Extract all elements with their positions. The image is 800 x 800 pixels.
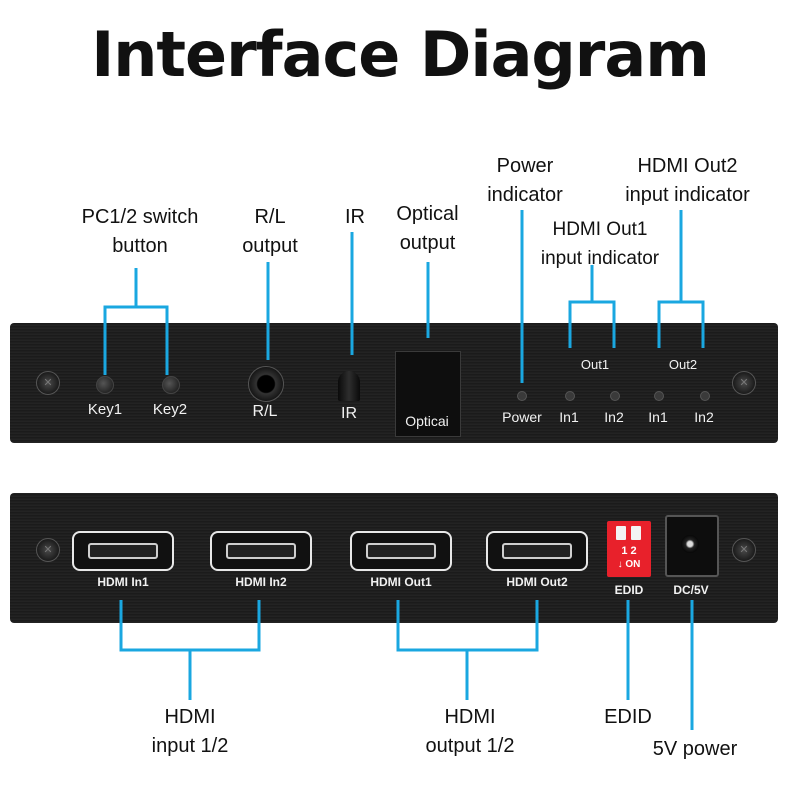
callout-5v-power: 5V power [652,738,738,760]
callout-ir: IR [345,206,365,228]
dip-on-label: ↓ ON [617,559,641,570]
hdmi-in1-label: HDMI In1 [97,575,149,589]
out1-group-label: Out1 [580,357,610,372]
hdmi-out1-port[interactable] [350,531,452,571]
leader-hdmi-input [119,600,261,652]
page-title: Interface Diagram [91,18,710,91]
screw-icon [732,538,756,562]
hdmi-out1-label: HDMI Out1 [370,575,432,589]
callout-pc-switch: PC1/2 switch button [81,206,199,257]
out1-in2-label: In2 [604,409,624,425]
ir-receiver [338,371,360,401]
out2-in2-label: In2 [694,409,714,425]
out2-in1-label: In1 [648,409,668,425]
leader-out2 [657,300,705,348]
hdmi-in2-label: HDMI In2 [235,575,287,589]
rear-panel: HDMI In1 HDMI In2 HDMI Out1 HDMI Out2 1 … [10,493,778,623]
dip-lever-1[interactable] [616,526,626,540]
dc-power-jack[interactable] [665,515,719,577]
dip-numbers: 1 2 [621,545,637,557]
leader-hdmi-output [396,600,539,652]
callout-hdmi-out1-indicator: HDMI Out1 input indicator [540,219,660,269]
screw-icon [36,371,60,395]
front-panel: Key1 Key2 R/L IR Opticai Power Out1 Out2… [10,323,778,443]
callout-power-indicator: Power indicator [487,155,563,206]
out2-in1-led [654,391,664,401]
callout-edid: EDID [604,706,652,728]
ir-label: IR [341,405,357,422]
screw-icon [36,538,60,562]
key1-button[interactable] [96,376,114,394]
key2-label: Key2 [152,401,188,418]
key2-button[interactable] [162,376,180,394]
rl-audio-jack[interactable] [248,366,284,402]
dc-jack-hole [681,535,699,553]
rl-label: R/L [252,403,278,420]
hdmi-in2-port[interactable] [210,531,312,571]
callout-hdmi-output: HDMI output 1/2 [425,706,515,757]
callout-hdmi-input: HDMI input 1/2 [151,706,229,757]
out1-in1-led [565,391,575,401]
power-label: Power [502,409,542,425]
out1-in2-led [610,391,620,401]
edid-label: EDID [614,583,644,597]
dip-lever-2[interactable] [631,526,641,540]
dc-label: DC/5V [673,583,709,597]
out2-group-label: Out2 [668,357,698,372]
power-led [517,391,527,401]
optical-port[interactable] [395,351,461,437]
callout-optical-output: Optical output [396,203,459,254]
out1-in1-label: In1 [559,409,579,425]
key1-label: Key1 [87,401,123,418]
callout-hdmi-out2-indicator: HDMI Out2 input indicator [625,155,750,206]
screw-icon [732,371,756,395]
optical-label: Opticai [405,413,449,429]
hdmi-out2-port[interactable] [486,531,588,571]
edid-dip-switch[interactable]: 1 2 ↓ ON [607,521,651,577]
out2-in2-led [700,391,710,401]
leader-out1 [568,300,616,348]
hdmi-out2-label: HDMI Out2 [506,575,568,589]
hdmi-in1-port[interactable] [72,531,174,571]
leader-pc-switch [103,305,169,375]
callout-rl-output: R/L output [242,206,298,257]
